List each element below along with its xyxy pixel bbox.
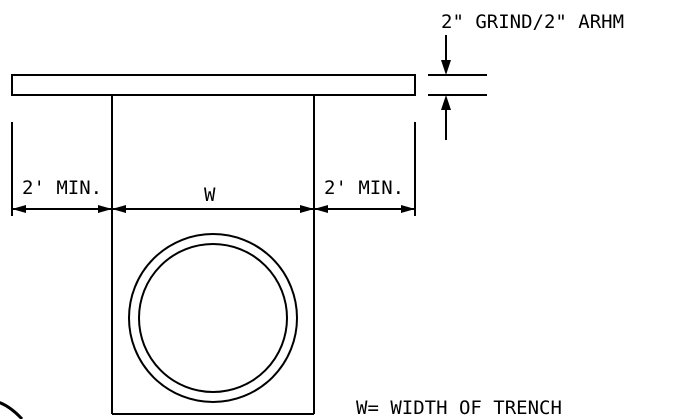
arrow-left-min-start bbox=[12, 205, 26, 213]
pavement-slab bbox=[11, 74, 416, 96]
arrow-right-min-end bbox=[401, 205, 415, 213]
surface-callout-label: 2" GRIND/2" ARHM bbox=[441, 11, 624, 33]
right-min-label: 2' MIN. bbox=[324, 177, 404, 199]
arrow-left-min-end bbox=[98, 205, 112, 213]
width-note: W= WIDTH OF TRENCH bbox=[356, 397, 562, 419]
thickness-arrow-up-head bbox=[441, 95, 451, 110]
thickness-arrow-down-head bbox=[441, 60, 451, 75]
pipe-inner-wall bbox=[138, 243, 288, 393]
pipe-outer-wall bbox=[128, 233, 298, 403]
width-label: W bbox=[204, 184, 216, 206]
left-min-label: 2' MIN. bbox=[22, 177, 102, 199]
partial-arc-fragment bbox=[0, 401, 24, 419]
arrow-w-start bbox=[112, 205, 126, 213]
dimension-arrowheads bbox=[12, 205, 415, 213]
arrow-right-min-start bbox=[314, 205, 328, 213]
arrow-w-end bbox=[300, 205, 314, 213]
